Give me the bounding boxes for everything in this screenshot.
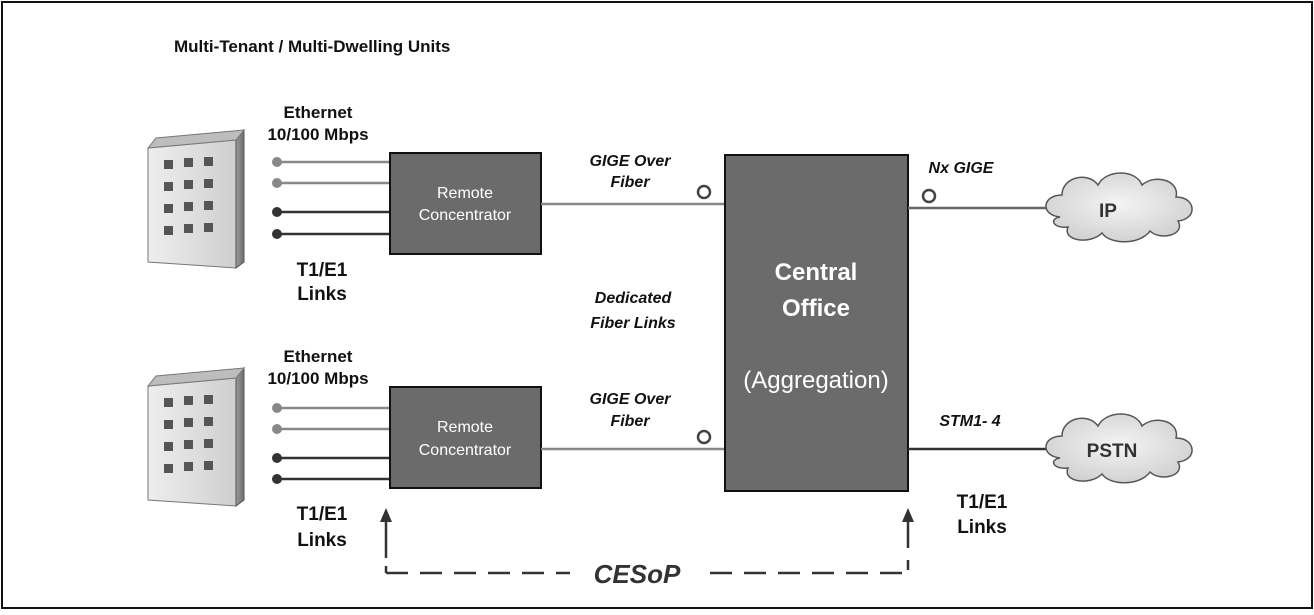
t1e1-label-bottom: T1/E1 bbox=[297, 504, 348, 525]
port-icon-top bbox=[696, 184, 712, 200]
port-icon-ip bbox=[921, 188, 937, 204]
cesop-label: CESoP bbox=[594, 559, 681, 589]
gige-label-bottom-1: GIGE Over bbox=[590, 391, 672, 408]
ip-cloud-label: IP bbox=[1099, 201, 1117, 222]
central-office-line1: Central bbox=[775, 259, 858, 286]
central-office-box: Central Office (Aggregation) bbox=[724, 154, 909, 492]
central-office-line3: (Aggregation) bbox=[743, 367, 888, 394]
dedicated-label-2: Fiber Links bbox=[590, 315, 675, 332]
concentrator-label-top-2: Concentrator bbox=[419, 207, 512, 224]
nx-gige-label: Nx GIGE bbox=[929, 160, 995, 177]
co-t1e1-label: T1/E1 bbox=[957, 492, 1008, 513]
remote-concentrator-top: Remote Concentrator bbox=[389, 152, 542, 255]
access-links-bottom bbox=[272, 403, 390, 484]
t1e1-label-top: T1/E1 bbox=[297, 260, 348, 281]
concentrator-label-bottom-2: Concentrator bbox=[419, 442, 512, 459]
t1e1-links-label-top: Links bbox=[297, 284, 347, 305]
t1e1-links-label-bottom: Links bbox=[297, 530, 347, 551]
gige-label-top-1: GIGE Over bbox=[590, 153, 672, 170]
cesop-path bbox=[380, 508, 914, 575]
ip-cloud-icon bbox=[1045, 172, 1193, 243]
remote-concentrator-bottom: Remote Concentrator bbox=[389, 386, 542, 489]
diagram-title: Multi-Tenant / Multi-Dwelling Units bbox=[174, 37, 450, 56]
concentrator-label-bottom-1: Remote bbox=[437, 419, 493, 436]
ethernet-label-top: Ethernet bbox=[284, 103, 353, 122]
ethernet-speed-label-top: 10/100 Mbps bbox=[267, 125, 368, 144]
concentrator-label-top-1: Remote bbox=[437, 185, 493, 202]
gige-label-top-2: Fiber bbox=[610, 174, 650, 191]
access-links-top bbox=[272, 157, 390, 239]
central-office-line2: Office bbox=[782, 295, 850, 322]
ethernet-label-bottom: Ethernet bbox=[284, 347, 353, 366]
dedicated-label-1: Dedicated bbox=[595, 290, 673, 307]
building-icon-top bbox=[146, 128, 246, 269]
building-icon-bottom bbox=[146, 366, 246, 507]
gige-label-bottom-2: Fiber bbox=[610, 413, 650, 430]
arrow-up-icon-right bbox=[902, 508, 914, 522]
co-t1e1-links-label: Links bbox=[957, 517, 1007, 538]
pstn-cloud-label: PSTN bbox=[1087, 441, 1138, 462]
arrow-up-icon-left bbox=[380, 508, 392, 522]
port-icon-bottom bbox=[696, 429, 712, 445]
stm1-label: STM1- 4 bbox=[939, 413, 1000, 430]
ethernet-speed-label-bottom: 10/100 Mbps bbox=[267, 369, 368, 388]
